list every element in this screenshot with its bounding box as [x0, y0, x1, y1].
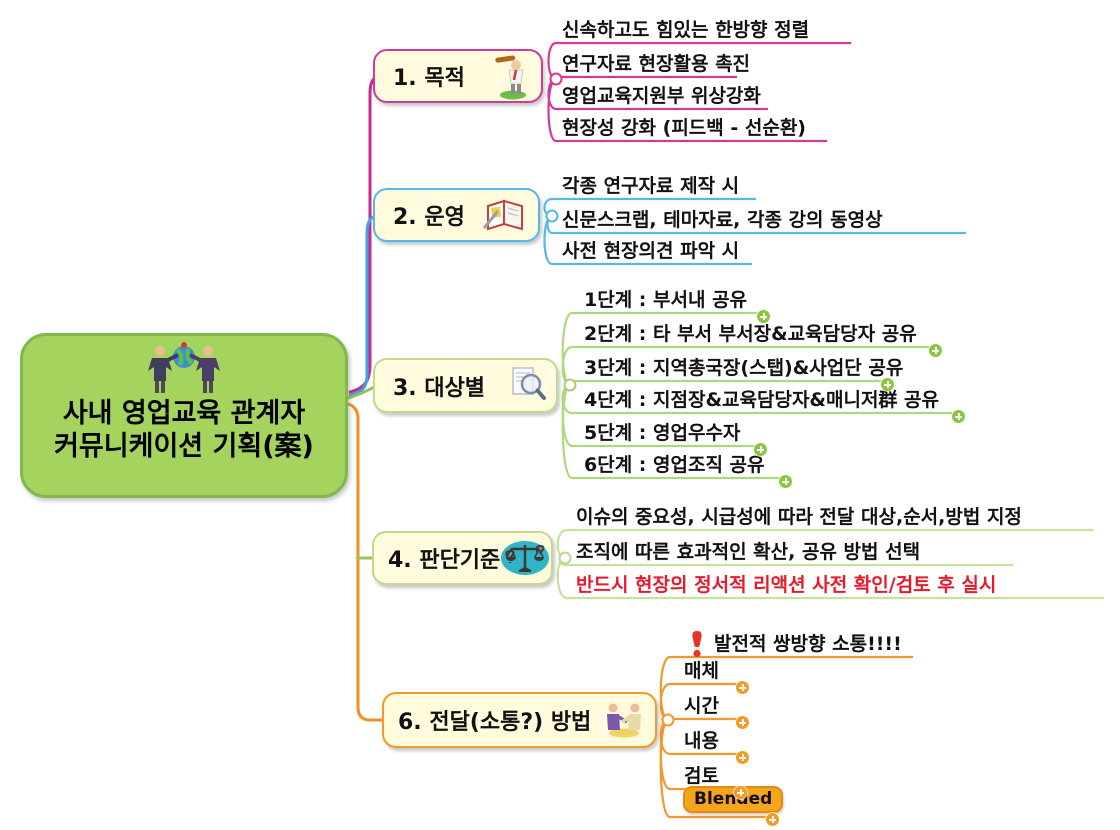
branch-label: 1. 목적 [393, 66, 465, 91]
branch-label: 2. 운영 [393, 205, 465, 230]
child-label[interactable]: 1단계 : 부서내 공유 [584, 289, 748, 311]
child-label[interactable]: 사전 현장의견 파악 시 [562, 240, 740, 262]
child-label[interactable]: 발전적 쌍방향 소통!!!! [714, 633, 902, 655]
expand-icon[interactable] [881, 378, 894, 391]
branch-label: 3. 대상별 [393, 375, 486, 401]
expand-icon[interactable] [779, 475, 792, 488]
root-title-line1: 사내 영업교육 관계자 [62, 398, 306, 429]
child-label[interactable]: 2단계 : 타 부서 부서장&교육담당자 공유 [584, 323, 917, 345]
handshake-icon [603, 702, 645, 738]
expand-icon[interactable] [766, 813, 779, 826]
child-label[interactable]: 4단계 : 지점장&교육담당자&매니저群 공유 [584, 389, 940, 411]
child-label[interactable]: 시간 [684, 695, 719, 717]
child-label[interactable]: 각종 연구자료 제작 시 [562, 175, 740, 197]
notebook-pencil-icon [482, 198, 528, 232]
branch-node-delivery[interactable]: 6. 전달(소통?) 방법 [382, 692, 657, 748]
root-node[interactable]: 사내 영업교육 관계자 커뮤니케이션 기획(案) [20, 333, 348, 498]
businessmen-globe-icon [142, 341, 226, 397]
question-scales-icon [500, 540, 550, 576]
expand-icon[interactable] [734, 786, 747, 799]
exclamation-icon [689, 631, 705, 658]
expand-icon[interactable] [929, 344, 942, 357]
child-label[interactable]: 현장성 강화 (피드백 - 선순환) [562, 117, 806, 139]
child-label[interactable]: 신문스크랩, 테마자료, 각종 강의 동영상 [562, 209, 883, 231]
expand-icon[interactable] [754, 443, 767, 456]
document-search-icon [512, 366, 546, 405]
child-label[interactable]: 영업교육지원부 위상강화 [562, 85, 761, 107]
child-label[interactable]: 6단계 : 영업조직 공유 [584, 454, 765, 476]
child-label[interactable]: 이슈의 중요성, 시급성에 따라 전달 대상,순서,방법 지정 [576, 506, 1022, 528]
expand-icon[interactable] [952, 410, 965, 423]
expand-icon[interactable] [757, 310, 770, 323]
child-label[interactable]: 3단계 : 지역총국장(스탭)&사업단 공유 [584, 357, 904, 379]
child-label[interactable]: 내용 [684, 730, 719, 752]
expand-icon[interactable] [736, 751, 749, 764]
expand-icon[interactable] [736, 681, 749, 694]
child-label[interactable]: 매체 [684, 660, 719, 682]
expand-icon[interactable] [736, 716, 749, 729]
child-label[interactable]: 연구자료 현장활용 촉진 [562, 53, 751, 75]
batter-goal-icon [493, 52, 531, 100]
child-node-blended[interactable]: Blended [683, 786, 784, 813]
child-label[interactable]: 신속하고도 힘있는 한방향 정렬 [562, 19, 810, 41]
branch-node-operation[interactable]: 2. 운영 [373, 188, 540, 242]
branch-label: 4. 판단기준 [388, 548, 501, 573]
child-label[interactable]: 5단계 : 영업우수자 [584, 422, 741, 444]
child-label[interactable]: 조직에 따른 효과적인 확산, 공유 방법 선택 [576, 541, 921, 563]
child-label-warning[interactable]: 반드시 현장의 정서적 리액션 사전 확인/검토 후 실시 [576, 574, 997, 596]
branch-node-purpose[interactable]: 1. 목적 [373, 49, 543, 103]
branch-node-criteria[interactable]: 4. 판단기준 [372, 531, 553, 585]
branch-node-target[interactable]: 3. 대상별 [373, 358, 558, 413]
child-label[interactable]: 검토 [684, 765, 719, 787]
branch-label: 6. 전달(소통?) 방법 [398, 710, 592, 735]
root-title-line2: 커뮤니케이션 기획(案) [54, 431, 314, 462]
